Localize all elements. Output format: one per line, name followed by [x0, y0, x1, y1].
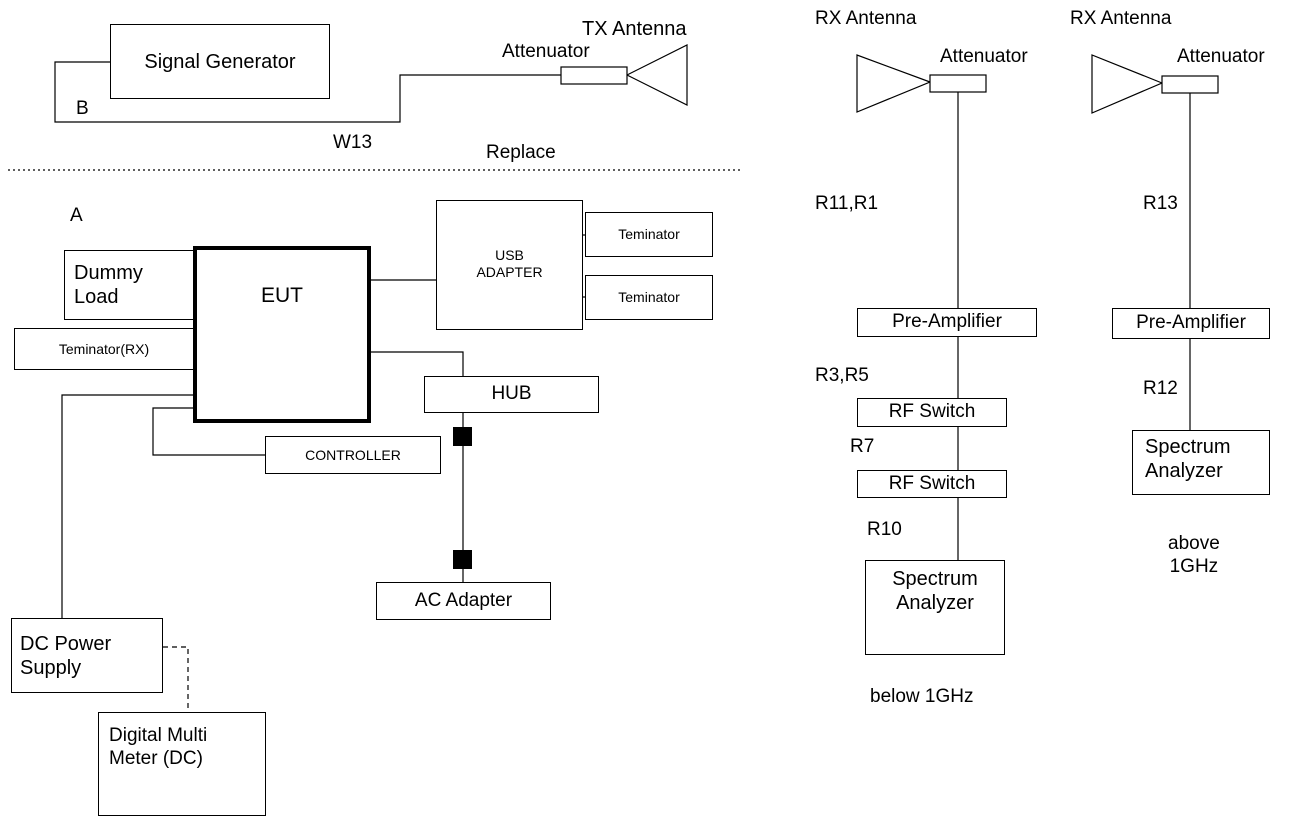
tx-antenna-label: TX Antenna	[582, 18, 687, 40]
usb-adapter-box: USB ADAPTER	[436, 200, 583, 330]
tx-attenuator-label: Attenuator	[502, 41, 590, 62]
ferrite-core-bottom	[453, 550, 472, 569]
rf-switch-1-label: RF Switch	[888, 401, 976, 423]
rx-below-attenuator-block	[929, 74, 987, 93]
terminator-2-box: Teminator	[585, 275, 713, 320]
cable-r10-label: R10	[867, 519, 902, 540]
rx-below-pre-amplifier-box: Pre-Amplifier	[857, 308, 1037, 337]
rx-above-caption: above 1GHz	[1168, 533, 1220, 577]
rx-above-attenuator-label: Attenuator	[1177, 46, 1265, 67]
rf-switch-2-box: RF Switch	[857, 470, 1007, 498]
ac-adapter-label: AC Adapter	[414, 589, 513, 611]
dummy-load-box: Dummy Load	[64, 250, 194, 320]
rx-below-caption: below 1GHz	[870, 686, 974, 707]
rx-below-spectrum-analyzer-box: Spectrum Analyzer	[865, 560, 1005, 655]
rx-above-antenna-horn	[1091, 54, 1164, 114]
replace-label: Replace	[486, 142, 556, 163]
label-a: A	[70, 205, 83, 226]
eut-label: EUT	[261, 283, 303, 307]
eut-controller-line	[152, 407, 265, 456]
controller-label: CONTROLLER	[305, 446, 401, 463]
terminator-2-label: Teminator	[618, 289, 680, 306]
cable-r3-r5-label: R3,R5	[815, 365, 869, 386]
rx-below-pre-amplifier-label: Pre-Amplifier	[892, 311, 1002, 333]
signal-generator-box: Signal Generator	[110, 24, 330, 99]
usb-adapter-label: USB ADAPTER	[476, 247, 543, 280]
rf-switch-1-box: RF Switch	[857, 398, 1007, 427]
cable-w13-line	[54, 61, 561, 123]
eut-box: EUT	[193, 246, 371, 423]
eut-dc-power-line	[61, 394, 193, 618]
hub-label: HUB	[491, 383, 532, 405]
rx-below-spectrum-analyzer-label: Spectrum Analyzer	[892, 568, 978, 614]
rx-below-antenna-label: RX Antenna	[815, 8, 917, 29]
terminator-rx-label: Teminator(RX)	[58, 340, 150, 357]
dummy-load-label: Dummy Load	[74, 262, 143, 308]
label-b: B	[76, 98, 89, 119]
tx-antenna-horn	[625, 44, 688, 106]
controller-box: CONTROLLER	[265, 436, 441, 474]
ferrite-core-top	[453, 427, 472, 446]
digital-multimeter-label: Digital Multi Meter (DC)	[109, 725, 208, 769]
eut-hub-line	[370, 351, 464, 376]
signal-generator-label: Signal Generator	[144, 50, 296, 73]
dc-power-supply-box: DC Power Supply	[11, 618, 163, 693]
cable-r13-label: R13	[1143, 193, 1178, 214]
digital-multimeter-box: Digital Multi Meter (DC)	[98, 712, 266, 816]
hub-box: HUB	[424, 376, 599, 413]
rx-above-spectrum-analyzer-box: Spectrum Analyzer	[1132, 430, 1270, 495]
rx-above-spectrum-analyzer-label: Spectrum Analyzer	[1145, 436, 1231, 482]
rx-above-pre-amplifier-label: Pre-Amplifier	[1136, 312, 1246, 334]
terminator-1-box: Teminator	[585, 212, 713, 257]
rx-below-attenuator-label: Attenuator	[940, 46, 1028, 67]
rx-above-pre-amplifier-box: Pre-Amplifier	[1112, 308, 1270, 339]
cable-r11-r1-label: R11,R1	[815, 193, 879, 214]
cable-r12-label: R12	[1143, 378, 1178, 399]
rf-switch-2-label: RF Switch	[888, 472, 976, 494]
ac-adapter-box: AC Adapter	[376, 582, 551, 620]
terminator-rx-box: Teminator(RX)	[14, 328, 194, 370]
tx-attenuator-block	[560, 66, 628, 85]
cable-w13-label: W13	[333, 132, 373, 153]
dc-power-supply-label: DC Power Supply	[20, 632, 112, 679]
terminator-1-label: Teminator	[618, 226, 680, 243]
cable-r7-label: R7	[850, 436, 875, 457]
rx-above-attenuator-block	[1161, 75, 1219, 94]
rx-below-antenna-horn	[856, 54, 932, 113]
dc-multimeter-dashed-line	[163, 646, 189, 712]
rx-above-antenna-label: RX Antenna	[1070, 8, 1172, 29]
